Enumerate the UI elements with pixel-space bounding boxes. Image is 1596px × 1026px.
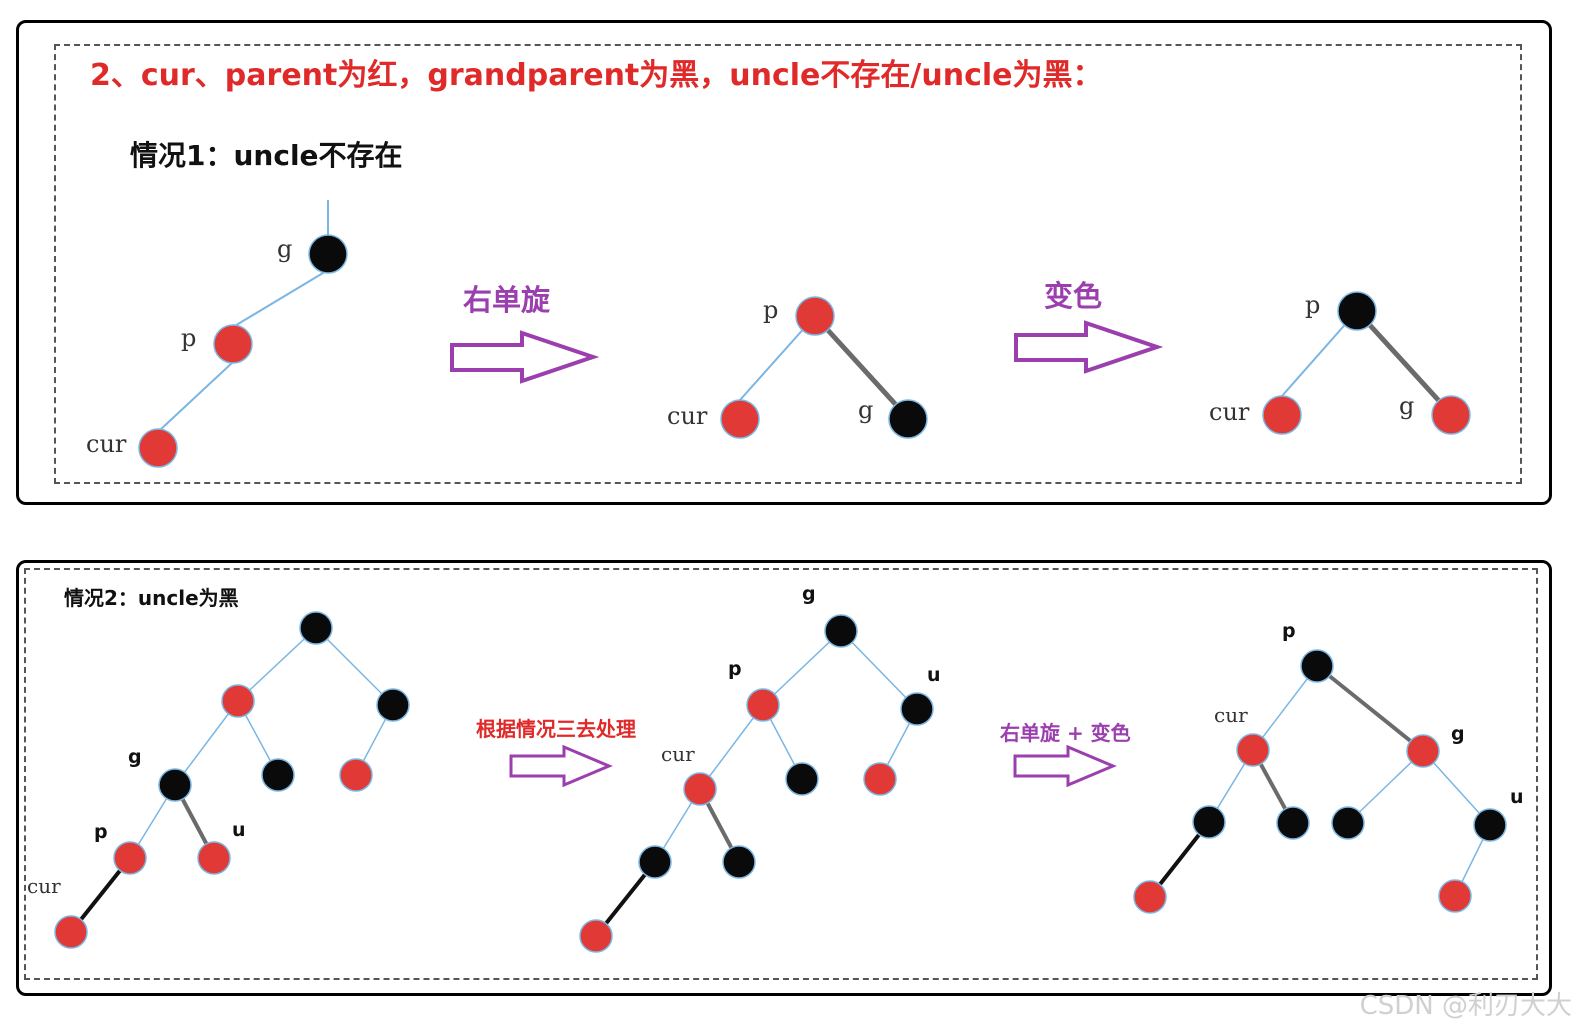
g-label: g [128,746,142,768]
p-label: p [763,296,778,324]
arrow-right-3 [509,744,613,788]
node-cur-red [1236,733,1270,767]
node-cur-red [138,428,178,468]
cur-label: cur [1209,398,1250,426]
node-red [863,762,897,796]
node-g-red [1406,734,1440,768]
node-g-black [888,399,928,439]
p-label: p [94,821,108,843]
case2-tree-before: g p u cur [27,611,410,949]
cur-label: cur [667,402,708,430]
node-cur-red [54,915,88,949]
case2-title: 情况2：uncle为黑 [64,586,239,610]
node-p-black [1337,291,1377,331]
g-label: g [858,396,873,424]
node-p-red [795,296,835,336]
node-cur-red [1262,395,1302,435]
p-label: p [1282,620,1296,642]
node-g-red [1431,395,1471,435]
case2-tree-middle: g p u cur [579,583,941,953]
node-red [221,684,255,718]
cur-label: cur [1214,703,1248,727]
node-cur-red [720,399,760,439]
g-label: g [1399,392,1414,420]
node-red [1133,880,1167,914]
node-black [1192,805,1226,839]
node-g-black [158,768,192,802]
node-red [339,758,373,792]
arrow-right-1 [450,330,600,384]
p-label: p [181,324,196,352]
node-u-black [900,692,934,726]
node-black [638,845,672,879]
g-label: g [802,583,816,605]
u-label: u [927,664,941,686]
recolor-label: 变色 [1044,279,1103,313]
arrow-right-4 [1013,744,1117,788]
node-u-black [1473,808,1507,842]
right-rotate-label: 右单旋 [463,283,551,317]
node-black [376,688,410,722]
node-u-red [197,841,231,875]
case1-tree-after-rotate: p cur g [667,296,928,439]
node-p-red [746,688,780,722]
node-black [722,845,756,879]
node-black [785,762,819,796]
handle-as-case3-label: 根据情况三去处理 [476,717,636,741]
u-label: u [1510,786,1524,808]
node-p-black [1300,649,1334,683]
u-label: u [232,819,246,841]
node-p-red [113,841,147,875]
p-label: p [728,658,742,680]
case2-dashed-frame [24,568,1538,980]
node-cur-red [683,772,717,806]
case2-tree-after: p g u cur [1133,620,1524,914]
node-red [579,919,613,953]
case1-dashed-frame [54,44,1522,484]
rotate-and-recolor-label: 右单旋 + 变色 [1000,721,1131,745]
arrow-right-2 [1014,320,1164,374]
cur-label: cur [27,874,61,898]
node-red [1438,879,1472,913]
node-black [299,611,333,645]
node-black [1331,806,1365,840]
section-heading: 2、cur、parent为红，grandparent为黑，uncle不存在/un… [90,58,1103,93]
node-g-black [308,234,348,274]
p-label: p [1305,291,1320,319]
cur-label: cur [661,742,695,766]
case1-title: 情况1：uncle不存在 [130,139,403,172]
case1-tree-after-recolor: p cur g [1209,291,1471,435]
node-black [261,758,295,792]
case1-tree-before: g p cur [86,200,348,468]
watermark: CSDN @利刃大大 [1359,991,1572,1021]
node-p-red [213,324,253,364]
cur-label: cur [86,430,127,458]
node-black [1276,806,1310,840]
g-label: g [1451,723,1465,745]
node-g-black [824,614,858,648]
g-label: g [277,235,292,263]
